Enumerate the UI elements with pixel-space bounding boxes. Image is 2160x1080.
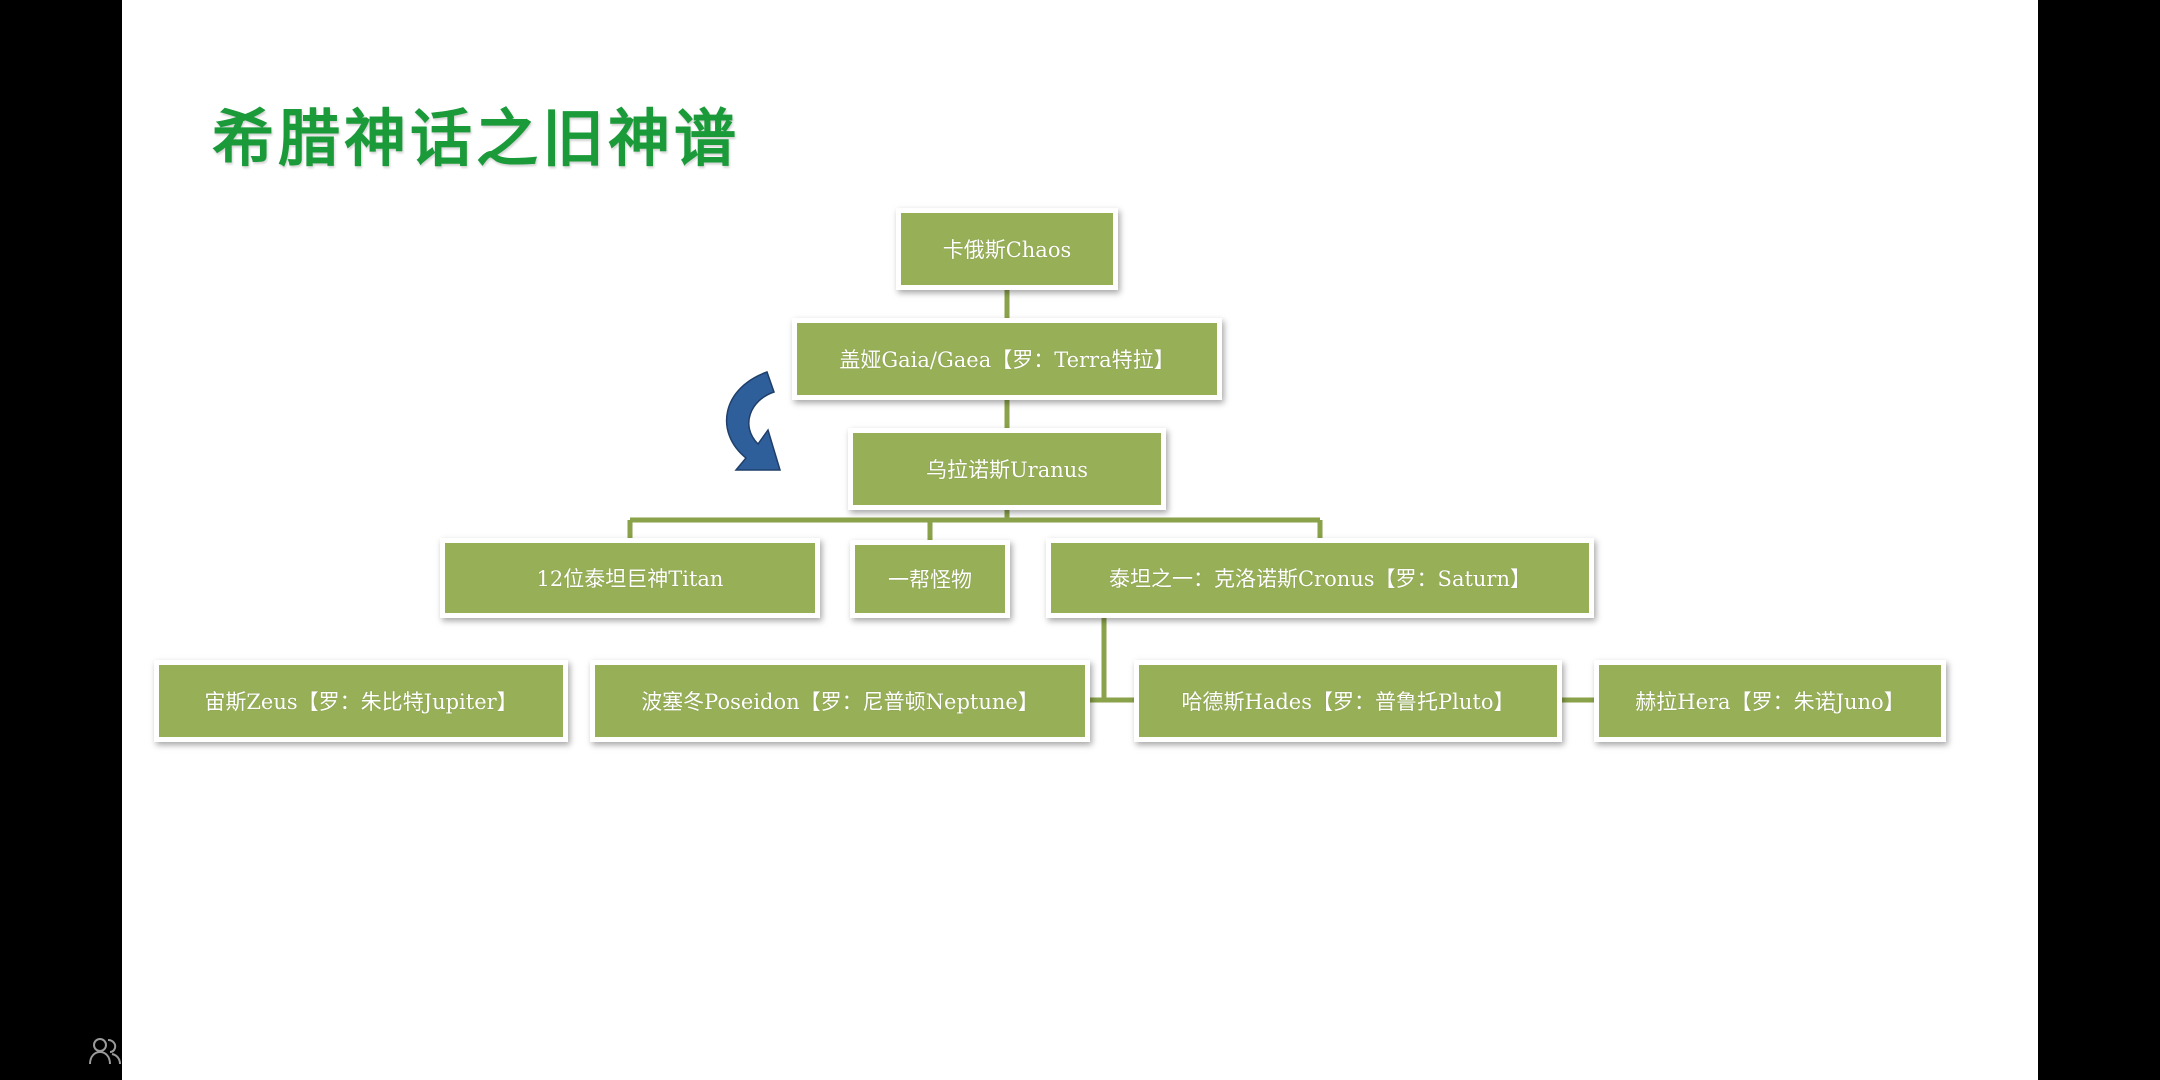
node-gaia: 盖娅Gaia/Gaea【罗：Terra特拉】 bbox=[792, 318, 1222, 400]
node-poseidon: 波塞冬Poseidon【罗：尼普顿Neptune】 bbox=[590, 660, 1090, 742]
node-zeus: 宙斯Zeus【罗：朱比特Jupiter】 bbox=[154, 660, 568, 742]
node-monsters: 一帮怪物 bbox=[850, 540, 1010, 618]
slide-title: 希腊神话之旧神谱 bbox=[212, 102, 741, 175]
slide: 希腊神话之旧神谱 卡俄斯Chaos 盖娅Gaia/Gaea【罗：Terra特拉】… bbox=[122, 0, 2038, 1080]
node-titans: 12位泰坦巨神Titan bbox=[440, 538, 820, 618]
node-chaos: 卡俄斯Chaos bbox=[896, 208, 1118, 290]
node-hera: 赫拉Hera【罗：朱诺Juno】 bbox=[1594, 660, 1946, 742]
curved-arrow-icon bbox=[725, 371, 782, 471]
node-cronus: 泰坦之一：克洛诺斯Cronus【罗：Saturn】 bbox=[1046, 538, 1594, 618]
connector-lines bbox=[627, 288, 1596, 703]
node-hades: 哈德斯Hades【罗：普鲁托Pluto】 bbox=[1134, 660, 1562, 742]
node-uranus: 乌拉诺斯Uranus bbox=[848, 428, 1166, 510]
people-icon[interactable] bbox=[88, 1036, 122, 1066]
